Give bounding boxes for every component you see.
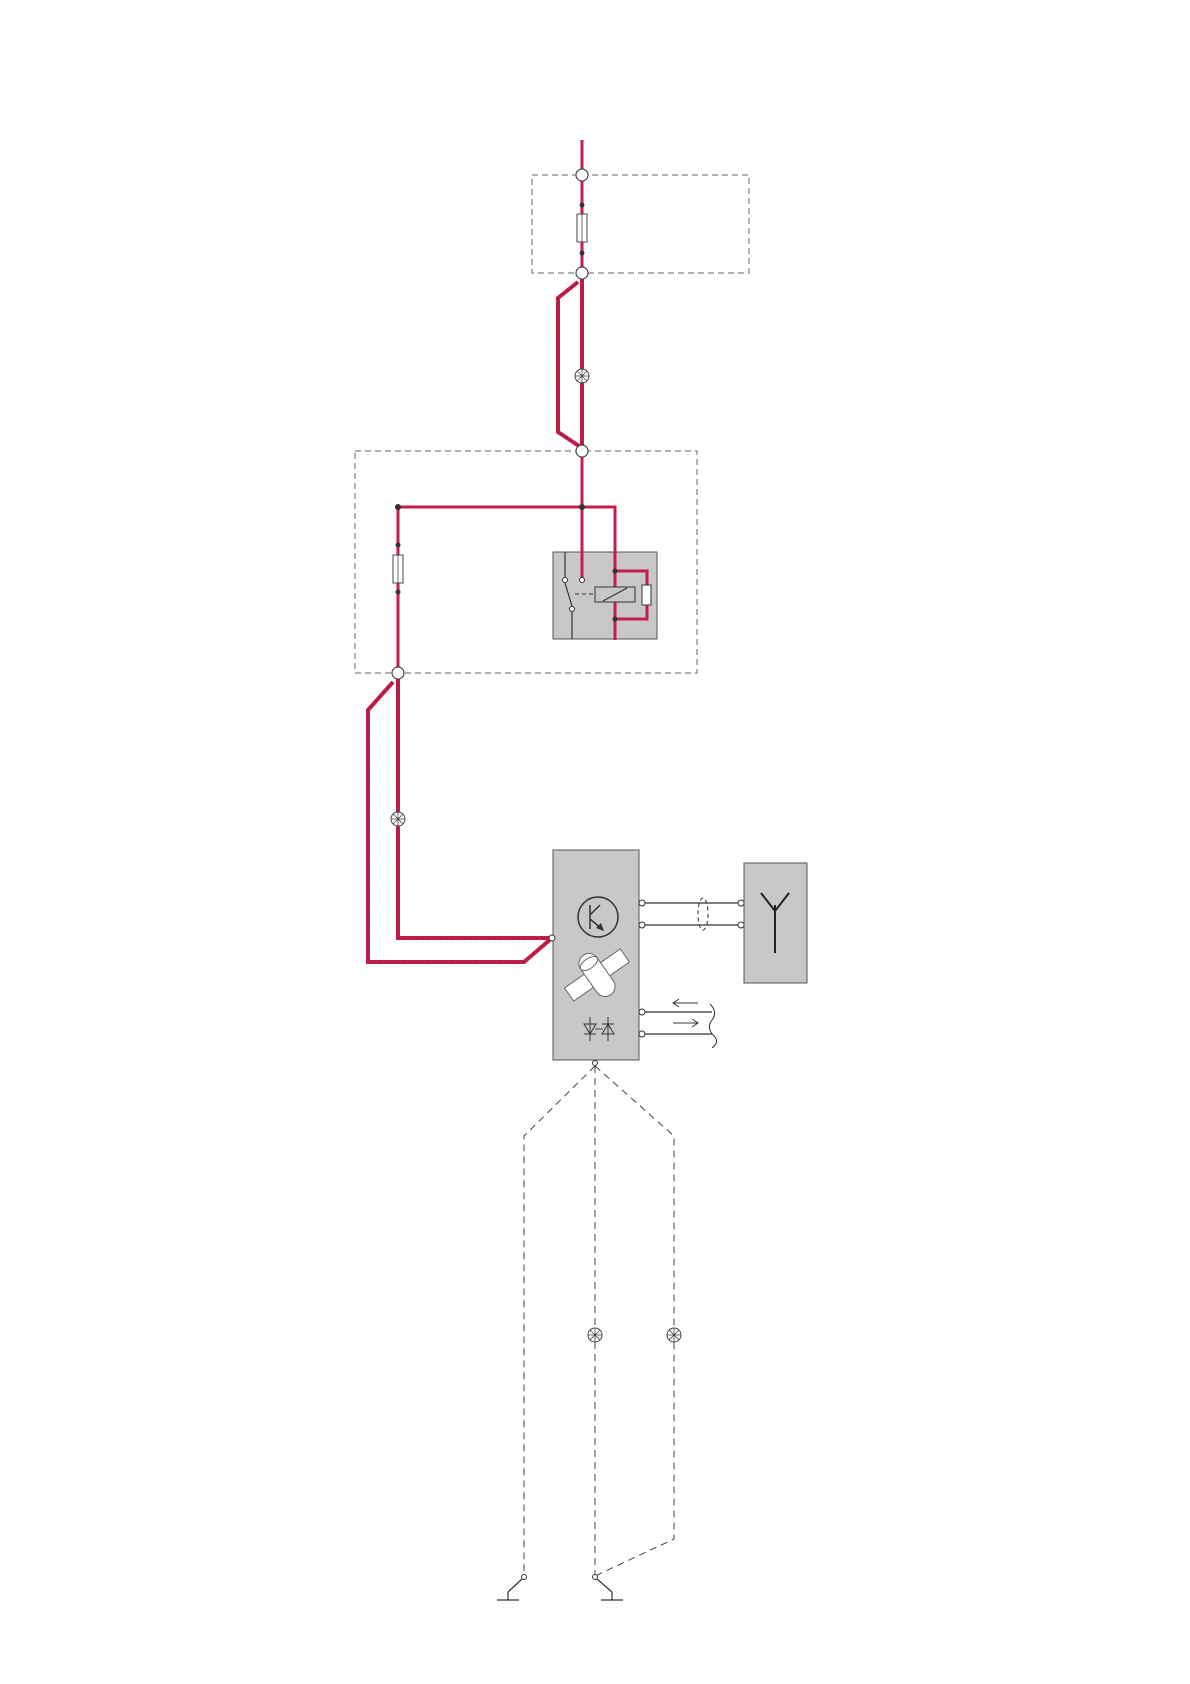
module-antenna-pins (639, 898, 744, 930)
splice-icon (391, 812, 405, 826)
relay-connector-bottom (392, 667, 404, 679)
transistor-icon (578, 897, 618, 937)
arrow-left-icon (673, 999, 698, 1007)
ground-icon (497, 1575, 527, 1601)
splice-icon (667, 1328, 681, 1342)
antenna-unit (744, 863, 807, 983)
ground-icon (593, 1575, 624, 1601)
data-lines (639, 999, 717, 1048)
control-module (549, 850, 639, 1060)
ground-harness (497, 1061, 681, 1601)
upper-connector-bottom (576, 267, 588, 279)
upper-enclosure-outline (532, 175, 749, 273)
arrow-right-icon (673, 1019, 698, 1027)
relay-icon (553, 552, 657, 640)
splice-icon (575, 369, 589, 383)
upper-connector-top (576, 169, 588, 181)
harness-segment-1 (558, 279, 582, 448)
upper-fuse-enclosure (532, 175, 749, 273)
relay-connector-top (576, 445, 588, 457)
splice-icon (588, 1328, 602, 1342)
